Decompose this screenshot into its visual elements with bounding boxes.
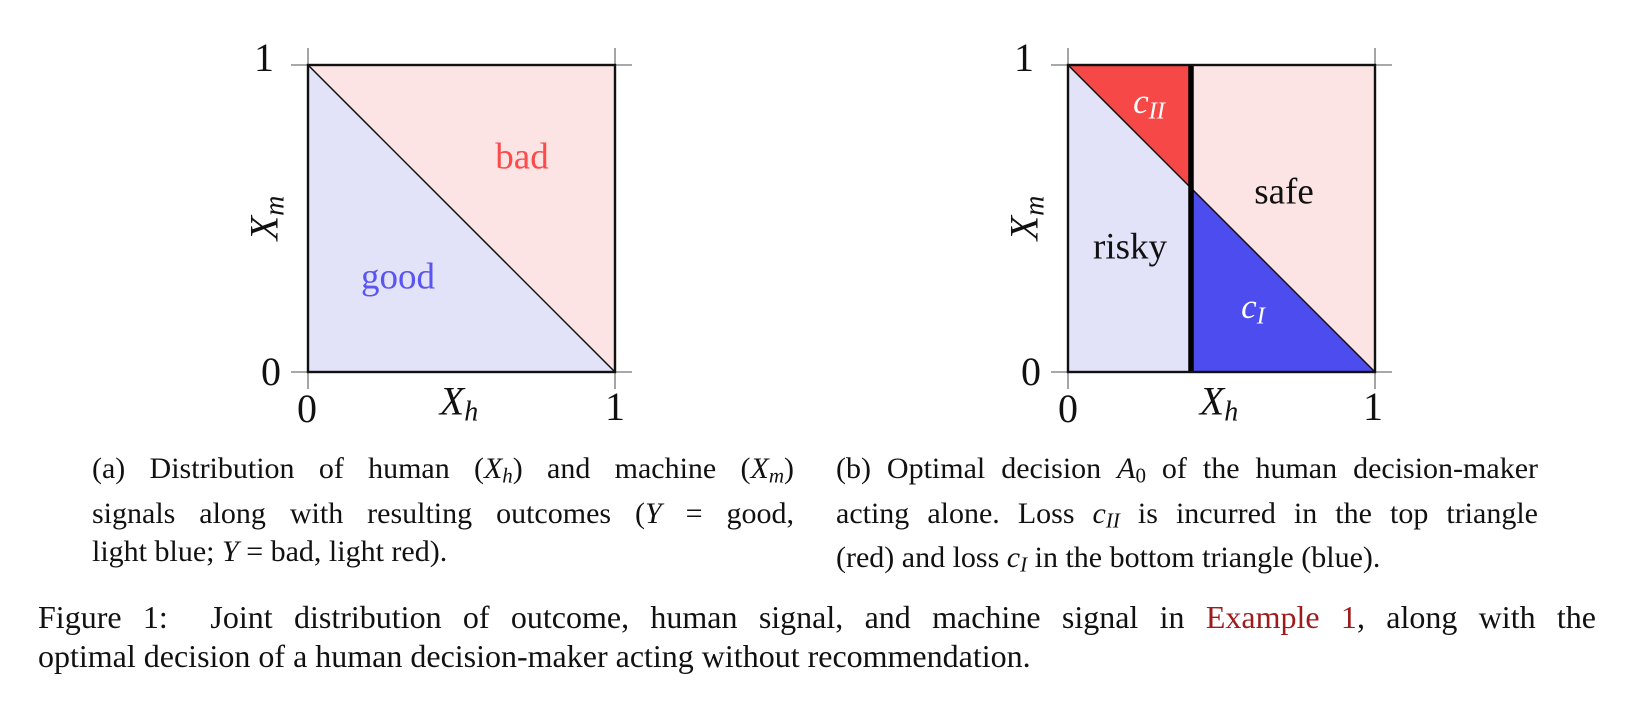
subcaption-a: (a) Distribution of human (Xh) and machi… <box>92 450 794 571</box>
region-safe-fill <box>1191 65 1375 372</box>
region-label-risky: risky <box>1093 226 1167 268</box>
panel-a-xaxis-label: Xh <box>439 378 479 428</box>
plot-border <box>306 63 617 374</box>
figure-caption: Figure 1: Joint distribution of outcome,… <box>38 598 1596 676</box>
plot-border <box>1066 63 1377 374</box>
panel-a-xtick-0: 0 <box>297 386 317 431</box>
subcaption-b-line1: (b) Optimal decision A0 of the human dec… <box>836 452 1538 488</box>
panel-b-xtick-0: 0 <box>1058 386 1078 431</box>
figure-caption-line1: Figure 1: Joint distribution of outcome,… <box>38 599 1597 635</box>
panel-b-ytick-0: 0 <box>1021 349 1041 394</box>
panel-b-xtick-1: 1 <box>1363 384 1383 429</box>
subcaption-a-line1: (a) Distribution of human (Xh) and machi… <box>92 452 794 488</box>
region-label-safe: safe <box>1254 171 1314 213</box>
region-label-good: good <box>361 256 435 298</box>
region-label-cII: cII <box>1133 82 1165 125</box>
panel-a-yaxis-label: Xm <box>241 195 291 241</box>
panel-a-ytick-1: 1 <box>254 35 274 80</box>
diagonal-line <box>307 64 616 373</box>
subcaption-b-line2: acting alone. Loss cII is incurred in th… <box>836 496 1538 533</box>
subcaption-a-line2: signals along with resulting outcomes (Y… <box>92 496 794 530</box>
subcaption-b-line3: (red) and loss cI in the bottom triangle… <box>836 541 1381 577</box>
panel-a-xtick-1: 1 <box>605 384 625 429</box>
panel-b-yaxis-label: Xm <box>1001 195 1051 241</box>
figure-caption-line2: optimal decision of a human decision-mak… <box>38 638 1031 674</box>
subcaption-b: (b) Optimal decision A0 of the human dec… <box>836 450 1538 584</box>
region-label-cI: cI <box>1241 287 1265 330</box>
example-1-link[interactable]: Example 1 <box>1205 599 1357 635</box>
panel-a-canvas <box>291 48 632 389</box>
panel-a-ytick-0: 0 <box>261 349 281 394</box>
panel-a-plot <box>291 48 632 389</box>
region-risky-fill <box>1068 65 1191 372</box>
region-label-bad: bad <box>495 136 549 178</box>
panel-b-plot <box>1051 48 1392 389</box>
subcaption-a-line3: light blue; Y = bad, light red). <box>92 534 448 568</box>
diagonal-line <box>1067 64 1376 373</box>
panel-b-canvas <box>1051 48 1392 389</box>
panel-b-ytick-1: 1 <box>1014 35 1034 80</box>
panel-b-xaxis-label: Xh <box>1199 378 1239 428</box>
